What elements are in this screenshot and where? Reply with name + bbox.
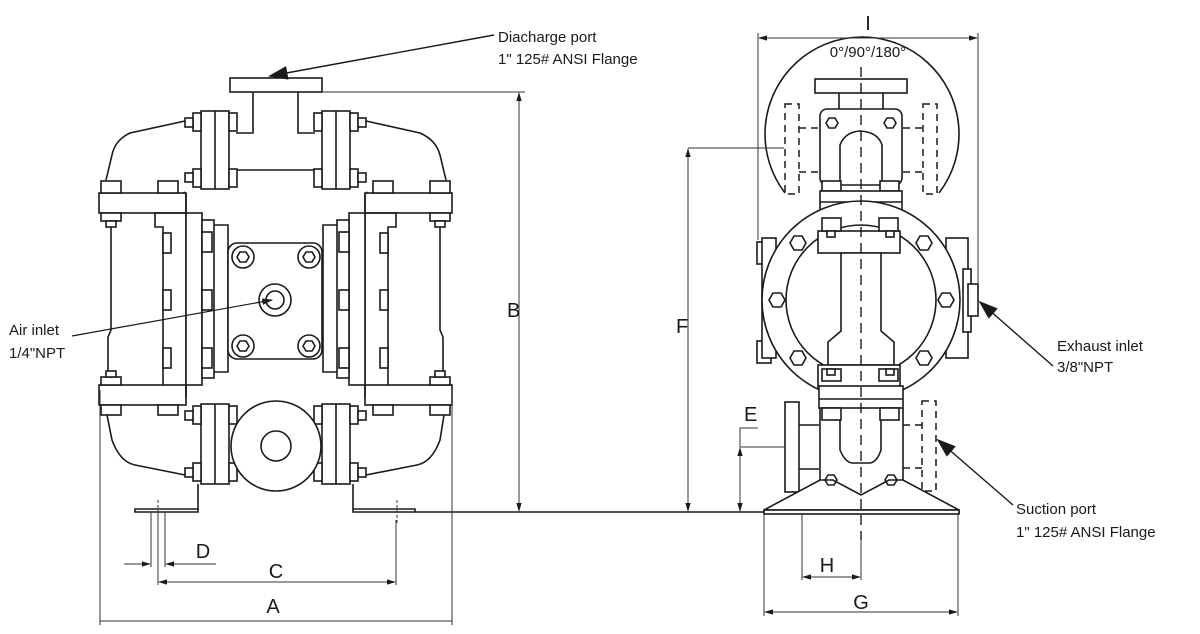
discharge-tee <box>236 92 315 134</box>
exhaust-port <box>967 283 979 317</box>
upper-right-flange <box>313 110 367 190</box>
suction-flange-face <box>230 400 322 492</box>
left-chamber-cover-top <box>105 120 186 181</box>
callout-discharge-port: Diacharge port 1" 125# ANSI Flange <box>268 29 638 80</box>
right-air-chamber <box>322 180 453 416</box>
callout-exhaust-inlet: Exhaust inlet 3/8"NPT <box>978 300 1144 376</box>
callout-line2: 1/4"NPT <box>9 345 65 362</box>
left-air-chamber <box>98 180 229 416</box>
callout-suction-port: Suction port 1" 125# ANSI Flange <box>936 438 1156 541</box>
air-inlet-port <box>258 283 292 317</box>
suction-flange-side <box>784 401 800 493</box>
callout-air-inlet: Air inlet 1/4"NPT <box>9 298 274 362</box>
right-foot <box>352 484 416 513</box>
callout-line2: 1" 125# ANSI Flange <box>1016 524 1156 541</box>
callout-line1: Air inlet <box>9 322 60 339</box>
dimension-g-label: G <box>853 592 869 614</box>
front-view <box>98 77 453 525</box>
callout-line2: 3/8"NPT <box>1057 359 1113 376</box>
dimension-e-label: E <box>744 404 757 426</box>
rotation-note: 0°/90°/180° <box>830 44 906 61</box>
dimension-b-label: B <box>507 300 520 322</box>
leader-arrow <box>936 438 1014 506</box>
dimension-i-label: I <box>865 13 871 35</box>
callout-line2: 1" 125# ANSI Flange <box>498 51 638 68</box>
dimension-lines: A C D B F E G H I <box>99 13 979 625</box>
leader-arrow <box>71 298 274 337</box>
leader-arrow <box>268 34 495 80</box>
side-view <box>756 36 979 540</box>
callout-line1: Suction port <box>1016 501 1097 518</box>
dimension-f-label: F <box>676 316 688 338</box>
callout-line1: Exhaust inlet <box>1057 338 1144 355</box>
leader-arrow <box>978 300 1054 367</box>
base-plate <box>763 479 960 511</box>
lower-manifold <box>106 400 445 492</box>
upper-left-flange <box>184 110 238 190</box>
callout-line1: Diacharge port <box>498 29 597 46</box>
dimension-h-label: H <box>820 555 834 577</box>
dimension-a-label: A <box>266 596 280 618</box>
left-foot <box>134 484 199 513</box>
discharge-flange <box>229 77 323 93</box>
air-valve-block <box>227 242 323 360</box>
dimension-c-label: C <box>269 561 283 583</box>
dimension-d-label: D <box>196 541 210 563</box>
